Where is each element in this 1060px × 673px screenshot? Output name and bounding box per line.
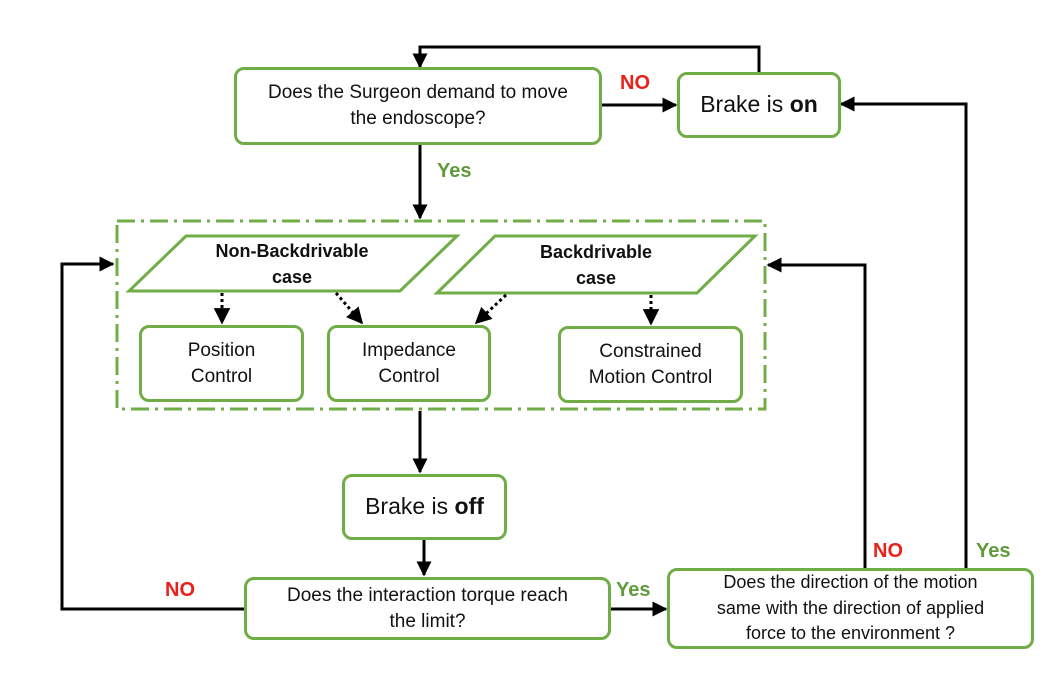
no-label-left: NO: [165, 579, 195, 601]
yes-label-right: Yes: [976, 540, 1011, 562]
direction-check-decision: Does the direction of the motion same wi…: [667, 568, 1034, 649]
surgeon-demand-decision: Does the Surgeon demand to move the endo…: [234, 67, 602, 145]
backdrivable-line-2: case: [575, 268, 617, 289]
brake-on-value: on: [789, 91, 818, 118]
constrained-motion-control-box: Constrained Motion Control: [558, 326, 743, 403]
arrow-direction-no: [766, 257, 867, 568]
yes-label-top: Yes: [437, 160, 472, 182]
direction-check-line-2: same with the direction of applied: [716, 597, 985, 618]
direction-check-line-3: force to the environment ?: [745, 623, 956, 644]
backdrivable-case: Backdrivable case: [486, 239, 706, 291]
brake-on-prefix: Brake is: [700, 91, 790, 118]
arrow-torque-no: [60, 256, 244, 611]
impedance-control-line-1: Impedance: [361, 339, 456, 361]
impedance-control-line-2: Control: [378, 365, 440, 387]
control-modes-group: [115, 219, 767, 411]
dotted-nonbd-to-impedance: [334, 292, 364, 325]
dotted-bd-to-impedance: [474, 293, 508, 325]
brake-on-state: Brake is on: [677, 72, 841, 138]
torque-limit-line-2: the limit?: [389, 610, 466, 632]
arrow-direction-yes: [839, 96, 968, 568]
non-backdrivable-shape: [125, 234, 461, 293]
yes-label-bottom: Yes: [616, 579, 651, 601]
torque-limit-line-1: Does the interaction torque reach: [287, 584, 568, 606]
brake-off-prefix: Brake is: [365, 493, 455, 520]
non-backdrivable-case: Non-Backdrivable case: [180, 238, 404, 290]
direction-check-line-1: Does the direction of the motion: [723, 572, 978, 593]
backdrivable-line-1: Backdrivable: [539, 242, 653, 262]
constrained-control-line-1: Constrained: [599, 340, 702, 362]
no-label-right: NO: [873, 540, 903, 562]
surgeon-demand-line-1: Does the Surgeon demand to move: [268, 82, 568, 104]
position-control-line-2: Control: [190, 365, 253, 387]
position-control-box: Position Control: [139, 325, 304, 402]
constrained-control-line-2: Motion Control: [588, 366, 713, 388]
impedance-control-box: Impedance Control: [327, 325, 491, 402]
non-backdrivable-line-2: case: [271, 267, 313, 288]
surgeon-demand-line-2: the endoscope?: [350, 108, 486, 129]
arrow-brake-on-to-surgeon: [412, 45, 761, 72]
no-label-top: NO: [620, 72, 650, 94]
backdrivable-shape: [433, 234, 759, 295]
brake-off-value: off: [454, 493, 484, 520]
non-backdrivable-line-1: Non-Backdrivable: [215, 241, 369, 261]
torque-limit-decision: Does the interaction torque reach the li…: [244, 577, 611, 640]
position-control-line-1: Position: [187, 339, 256, 361]
brake-off-state: Brake is off: [342, 474, 507, 540]
